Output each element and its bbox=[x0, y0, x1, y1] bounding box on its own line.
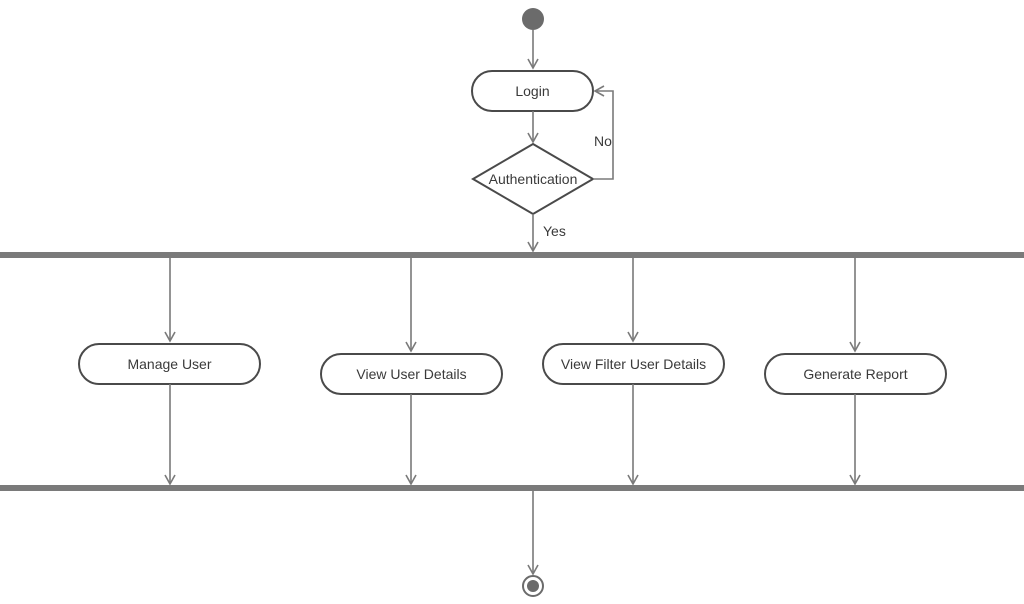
generate-report-node: Generate Report bbox=[764, 353, 947, 395]
generate-report-label: Generate Report bbox=[803, 366, 907, 382]
manage-user-node: Manage User bbox=[78, 343, 261, 385]
view-filter-user-details-node: View Filter User Details bbox=[542, 343, 725, 385]
login-label: Login bbox=[515, 83, 549, 99]
edge-label-no: No bbox=[594, 133, 612, 149]
authentication-label: Authentication bbox=[489, 171, 578, 187]
end-node bbox=[522, 575, 544, 597]
view-filter-user-details-label: View Filter User Details bbox=[561, 356, 706, 372]
start-node bbox=[522, 8, 544, 30]
login-node: Login bbox=[471, 70, 594, 112]
fork-bar bbox=[0, 252, 1024, 258]
view-user-details-node: View User Details bbox=[320, 353, 503, 395]
authentication-decision: Authentication bbox=[471, 142, 595, 216]
edge-label-yes: Yes bbox=[543, 223, 566, 239]
view-user-details-label: View User Details bbox=[356, 366, 466, 382]
edge-no-loop bbox=[593, 85, 614, 180]
manage-user-label: Manage User bbox=[127, 356, 211, 372]
join-bar bbox=[0, 485, 1024, 491]
